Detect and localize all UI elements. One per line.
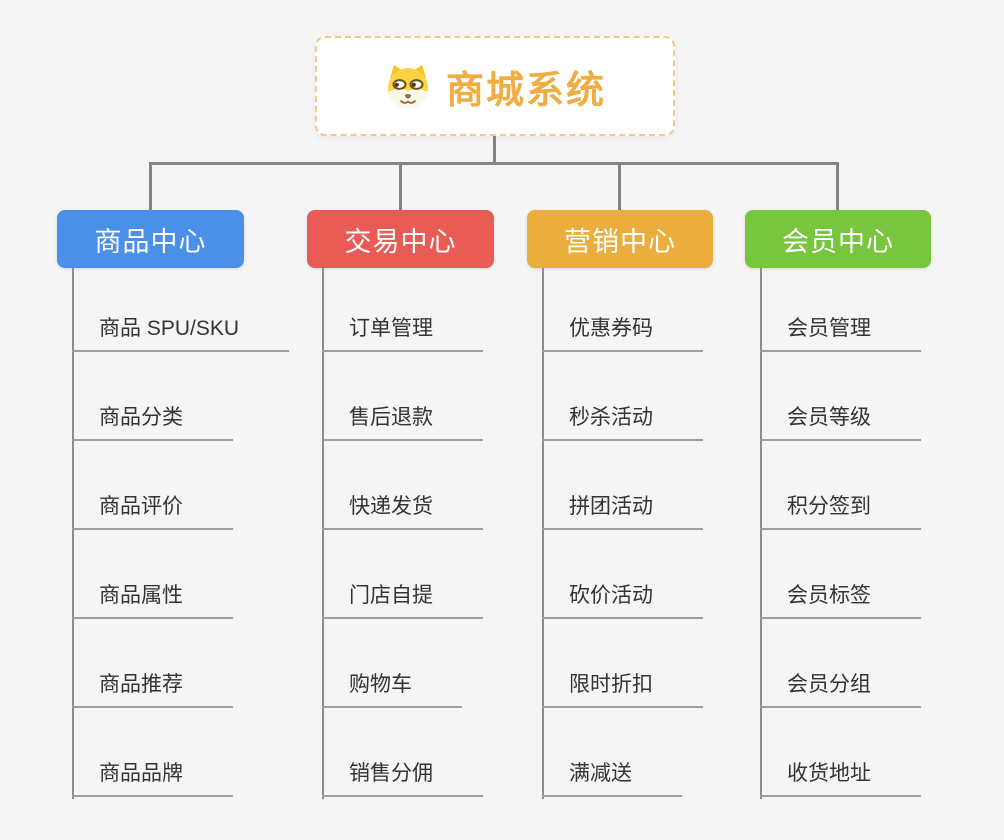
leaf-node[interactable]: 会员管理: [760, 315, 921, 352]
leaf-node[interactable]: 砍价活动: [542, 582, 703, 619]
leaf-node[interactable]: 拼团活动: [542, 493, 703, 530]
leaf-node[interactable]: 商品分类: [72, 404, 233, 441]
leaf-node[interactable]: 销售分佣: [322, 760, 483, 797]
leaf-node[interactable]: 会员分组: [760, 671, 921, 708]
leaf-node[interactable]: 会员标签: [760, 582, 921, 619]
branch-trunk-line: [542, 268, 544, 799]
connector-bus: [149, 162, 839, 165]
leaf-node[interactable]: 门店自提: [322, 582, 483, 619]
branch-node-marketing-center[interactable]: 营销中心: [527, 210, 713, 268]
leaf-node[interactable]: 商品推荐: [72, 671, 233, 708]
branch-node-trade-center[interactable]: 交易中心: [307, 210, 494, 268]
leaf-node[interactable]: 限时折扣: [542, 671, 703, 708]
leaf-node[interactable]: 满减送: [542, 760, 682, 797]
leaf-node[interactable]: 快递发货: [322, 493, 483, 530]
connector-drop: [149, 162, 152, 210]
root-title: 商城系统: [445, 69, 606, 112]
leaf-node[interactable]: 收货地址: [760, 760, 921, 797]
connector-drop: [618, 162, 621, 210]
leaf-node[interactable]: 商品评价: [72, 493, 233, 530]
leaf-node[interactable]: 售后退款: [322, 404, 483, 441]
branch-node-member-center[interactable]: 会员中心: [745, 210, 931, 268]
leaf-node[interactable]: 秒杀活动: [542, 404, 703, 441]
leaf-node[interactable]: 商品品牌: [72, 760, 233, 797]
root-node[interactable]: 商城系统: [315, 36, 675, 136]
connector-drop: [836, 162, 839, 210]
leaf-node[interactable]: 优惠券码: [542, 315, 703, 352]
leaf-node[interactable]: 商品 SPU/SKU: [72, 315, 290, 352]
leaf-node[interactable]: 购物车: [322, 671, 462, 708]
branch-node-product-center[interactable]: 商品中心: [57, 210, 244, 268]
leaf-node[interactable]: 订单管理: [322, 315, 483, 352]
branch-trunk-line: [72, 268, 74, 799]
branch-trunk-line: [760, 268, 762, 799]
leaf-node[interactable]: 积分签到: [760, 493, 921, 530]
leaf-node[interactable]: 会员等级: [760, 404, 921, 441]
dog-face-icon: [387, 65, 428, 108]
branch-trunk-line: [322, 268, 324, 799]
connector-drop: [399, 162, 402, 210]
leaf-node[interactable]: 商品属性: [72, 582, 233, 619]
connector-root-stem: [493, 136, 496, 164]
